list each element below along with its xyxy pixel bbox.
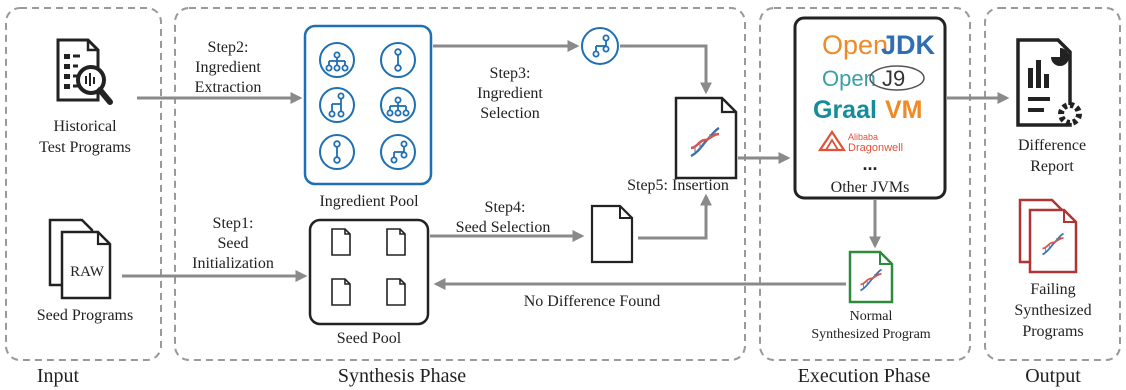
selected-seed-icon bbox=[590, 204, 634, 264]
step3-label-line2: Ingredient bbox=[477, 85, 543, 102]
step4-label-line1: Step4: bbox=[485, 199, 526, 216]
seed-doc-icon bbox=[331, 228, 351, 256]
normal-program-icon bbox=[848, 250, 894, 304]
jvms-ellipsis: ... bbox=[862, 154, 877, 174]
seed-programs-label: Seed Programs bbox=[37, 307, 133, 324]
failing-programs-icon bbox=[1018, 198, 1078, 274]
alibaba-logo-line1: Alibaba bbox=[848, 132, 878, 142]
ingredient-tree-icon bbox=[380, 42, 416, 78]
phase-label-output: Output bbox=[1025, 365, 1081, 387]
step1-label-line2: Seed bbox=[217, 235, 248, 252]
ingredient-pool-box bbox=[303, 24, 433, 186]
openjdk-logo-open: Open bbox=[822, 30, 888, 60]
difference-report-line2: Report bbox=[1030, 158, 1074, 175]
ingredient-tree-icon bbox=[380, 87, 416, 123]
failing-programs-line3: Programs bbox=[1022, 323, 1083, 340]
step2-label-line2: Ingredient bbox=[195, 59, 261, 76]
graalvm-logo-graal: Graal bbox=[813, 96, 877, 124]
seed-doc-icon bbox=[386, 278, 406, 306]
seed-to-insertion-arrow bbox=[638, 193, 712, 240]
seed-pool-box bbox=[308, 218, 430, 326]
phase-label-input: Input bbox=[37, 365, 80, 387]
phase-label-synthesis: Synthesis Phase bbox=[338, 365, 466, 387]
no-difference-label: No Difference Found bbox=[524, 293, 661, 310]
synthesis-phase-box bbox=[174, 7, 746, 361]
step2-label-line3: Extraction bbox=[195, 79, 262, 96]
failing-programs-line1: Failing bbox=[1030, 281, 1075, 298]
raw-tag: RAW bbox=[70, 264, 105, 280]
openj9-logo-j9: J9 bbox=[882, 66, 905, 91]
step2-label-line1: Step2: bbox=[208, 39, 249, 56]
seed-doc-icon bbox=[331, 278, 351, 306]
execution-phase-box bbox=[759, 7, 971, 361]
difference-report-icon bbox=[1016, 38, 1082, 127]
step5-label: Step5: Insertion bbox=[627, 177, 729, 194]
synthesized-program-icon bbox=[674, 96, 738, 180]
step3-label-line1: Step3: bbox=[490, 65, 531, 82]
openjdk-logo-jdk: JDK bbox=[881, 30, 936, 60]
seed-programs-icon bbox=[48, 218, 112, 300]
ingredient-tree-icon bbox=[319, 134, 355, 170]
step4-label-line2: Seed Selection bbox=[456, 219, 551, 236]
step1-label-line1: Step1: bbox=[213, 215, 254, 232]
ingredient-tree-icon bbox=[319, 87, 355, 123]
historical-label-line1: Historical bbox=[53, 118, 117, 135]
alibaba-logo-line2: Dragonwell bbox=[848, 142, 903, 154]
normal-program-line2: Synthesized Program bbox=[811, 327, 930, 342]
step3-label-line3: Selection bbox=[480, 105, 540, 122]
selected-ingredient-icon bbox=[581, 27, 619, 65]
difference-report-line1: Difference bbox=[1018, 137, 1086, 154]
seed-pool-label: Seed Pool bbox=[337, 330, 402, 347]
openj9-logo-open: Open bbox=[822, 66, 876, 91]
ingredient-to-insertion-arrow bbox=[620, 44, 712, 95]
jvms-box bbox=[793, 16, 947, 200]
failing-programs-line2: Synthesized bbox=[1014, 302, 1091, 319]
ingredient-pool-label: Ingredient Pool bbox=[319, 193, 419, 210]
seed-doc-icon bbox=[386, 228, 406, 256]
other-jvms-label: Other JVMs bbox=[831, 179, 910, 196]
historical-test-programs-icon bbox=[56, 38, 113, 105]
ingredient-tree-icon bbox=[380, 134, 416, 170]
openj9-logo-ring bbox=[869, 65, 925, 91]
step1-label-line3: Initialization bbox=[192, 255, 274, 272]
normal-program-line1: Normal bbox=[850, 309, 893, 324]
phase-label-execution: Execution Phase bbox=[798, 365, 931, 387]
input-phase-box bbox=[5, 7, 162, 361]
alibaba-logo-icon bbox=[817, 130, 847, 152]
historical-label-line2: Test Programs bbox=[39, 139, 131, 156]
output-phase-box bbox=[984, 7, 1121, 361]
graalvm-logo-vm: VM bbox=[885, 96, 923, 124]
ingredient-tree-icon bbox=[319, 42, 355, 78]
